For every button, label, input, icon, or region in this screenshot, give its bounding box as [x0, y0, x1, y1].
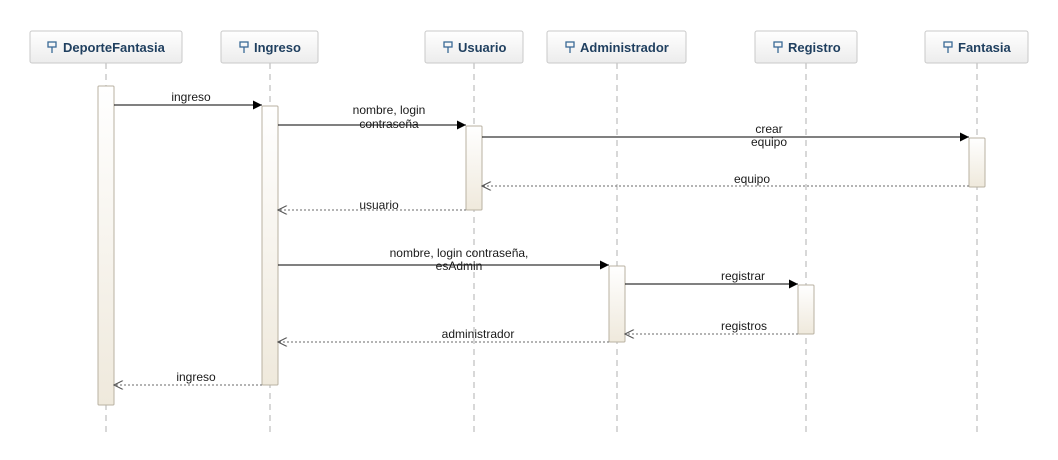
lifeline-usuario[interactable]: Usuario: [424, 30, 524, 64]
message-label: ingreso: [171, 90, 211, 104]
message-m6[interactable]: nombre, login contraseña, esAdmin: [278, 246, 609, 273]
lifeline-title: DeporteFantasia: [63, 40, 166, 55]
lifeline-registro[interactable]: Registro: [754, 30, 858, 64]
message-m8[interactable]: registros: [625, 319, 798, 334]
message-label: nombre, login: [353, 103, 426, 117]
lifeline-title: Fantasia: [958, 40, 1012, 55]
lifeline-title: Usuario: [458, 40, 506, 55]
message-label: registrar: [721, 269, 765, 283]
message-label: contraseña: [359, 117, 419, 131]
message-label: registros: [721, 319, 767, 333]
message-m10[interactable]: ingreso: [114, 370, 262, 385]
message-label: nombre, login contraseña,: [390, 246, 529, 260]
lifeline-pin-icon: [773, 41, 783, 53]
lifeline-fantasia[interactable]: Fantasia: [924, 30, 1029, 64]
lifeline-pin-icon: [239, 41, 249, 53]
activation-usuario: [465, 125, 483, 211]
lifeline-lines: [105, 63, 978, 432]
lifeline-pin-icon: [443, 41, 453, 53]
lifeline-admin[interactable]: Administrador: [546, 30, 687, 64]
lifeline-title: Registro: [788, 40, 841, 55]
message-label: equipo: [751, 135, 787, 149]
message-m4[interactable]: equipo: [482, 172, 969, 186]
lifeline-pin-icon: [943, 41, 953, 53]
activations: [97, 85, 986, 406]
message-label: crear: [755, 122, 782, 136]
lifeline-pin-icon: [47, 41, 57, 53]
activation-deporte: [97, 85, 115, 406]
activation-fantasia: [968, 137, 986, 188]
lifeline-title: Administrador: [580, 40, 669, 55]
message-m2[interactable]: nombre, login contraseña: [278, 103, 466, 131]
lifeline-deporte[interactable]: DeporteFantasia: [29, 30, 183, 64]
message-m9[interactable]: administrador: [278, 327, 609, 342]
message-label: esAdmin: [436, 259, 483, 273]
activation-ingreso: [261, 105, 279, 386]
message-m3[interactable]: crear equipo: [482, 122, 969, 149]
activation-admin: [608, 265, 626, 343]
message-label: usuario: [359, 198, 399, 212]
lifeline-title: Ingreso: [254, 40, 301, 55]
lifeline-ingreso[interactable]: Ingreso: [220, 30, 319, 64]
message-label: equipo: [734, 172, 770, 186]
lifeline-pin-icon: [565, 41, 575, 53]
message-m7[interactable]: registrar: [625, 269, 798, 289]
message-label: administrador: [442, 327, 515, 341]
message-m1[interactable]: ingreso: [114, 90, 262, 110]
message-label: ingreso: [176, 370, 216, 384]
activation-registro: [797, 284, 815, 335]
message-m5[interactable]: usuario: [278, 198, 466, 212]
